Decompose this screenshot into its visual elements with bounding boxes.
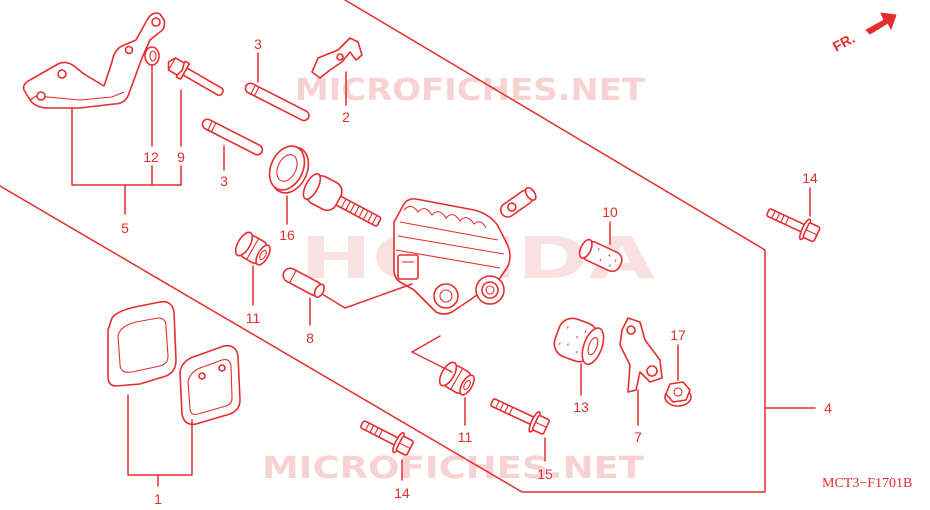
front-arrow-icon xyxy=(865,12,897,35)
caliper-bracket-part xyxy=(22,12,166,109)
pad-pin-lower-part xyxy=(201,118,264,156)
flange-bolt-upper-part xyxy=(766,208,821,243)
callout-label: 15 xyxy=(537,466,553,482)
leader-lines xyxy=(71,52,811,487)
callout-label: 4 xyxy=(824,400,832,416)
callout-label: 7 xyxy=(634,429,642,445)
flange-bolt-lower-part xyxy=(360,420,414,456)
front-direction-mark: FR. xyxy=(830,12,897,55)
bleeder-cap-part xyxy=(578,238,623,273)
piston-part xyxy=(302,173,382,227)
brake-pad-left-part xyxy=(107,300,177,387)
flange-bolt-center-part xyxy=(490,398,550,435)
piston-seal-part xyxy=(268,145,310,194)
callout-label: 10 xyxy=(602,204,618,220)
front-label: FR. xyxy=(830,30,857,55)
watermark-top: MICROFICHES.NET xyxy=(295,73,646,108)
pad-spring-clip-part xyxy=(311,37,363,79)
callout-label: 8 xyxy=(306,330,314,346)
callout-label: 9 xyxy=(177,149,185,165)
slide-pin-part xyxy=(282,267,325,299)
pad-pin-upper-part xyxy=(244,82,310,122)
bracket-pin-bolt-part xyxy=(167,57,224,97)
callout-label: 13 xyxy=(573,399,589,415)
callout-label: 14 xyxy=(394,485,410,501)
callout-label: 1 xyxy=(154,491,162,507)
callout-label: 5 xyxy=(121,220,129,236)
piston-boot-part xyxy=(553,317,605,366)
callout-label: 12 xyxy=(143,149,159,165)
watermark-bottom: MICROFICHES.NET xyxy=(262,451,645,486)
callout-label: 3 xyxy=(220,173,228,189)
caliper-body-part xyxy=(393,186,537,315)
callout-label: 14 xyxy=(802,170,818,186)
flange-nut-part xyxy=(664,381,692,407)
pin-boot-lower-part xyxy=(438,361,475,396)
callout-label: 17 xyxy=(670,327,686,343)
pin-boot-upper-part xyxy=(234,231,271,266)
o-ring-part xyxy=(144,46,160,66)
assembly-frame xyxy=(0,0,766,493)
figure-code: MCT3−F1701B xyxy=(822,476,912,491)
callout-label: 2 xyxy=(342,109,350,125)
callout-label: 16 xyxy=(279,227,295,243)
callout-label: 3 xyxy=(254,36,262,52)
callout-label: 11 xyxy=(458,429,473,445)
callout-label: 11 xyxy=(246,310,261,326)
retainer-plate-part xyxy=(619,317,663,393)
brake-pad-right-part xyxy=(179,344,241,426)
